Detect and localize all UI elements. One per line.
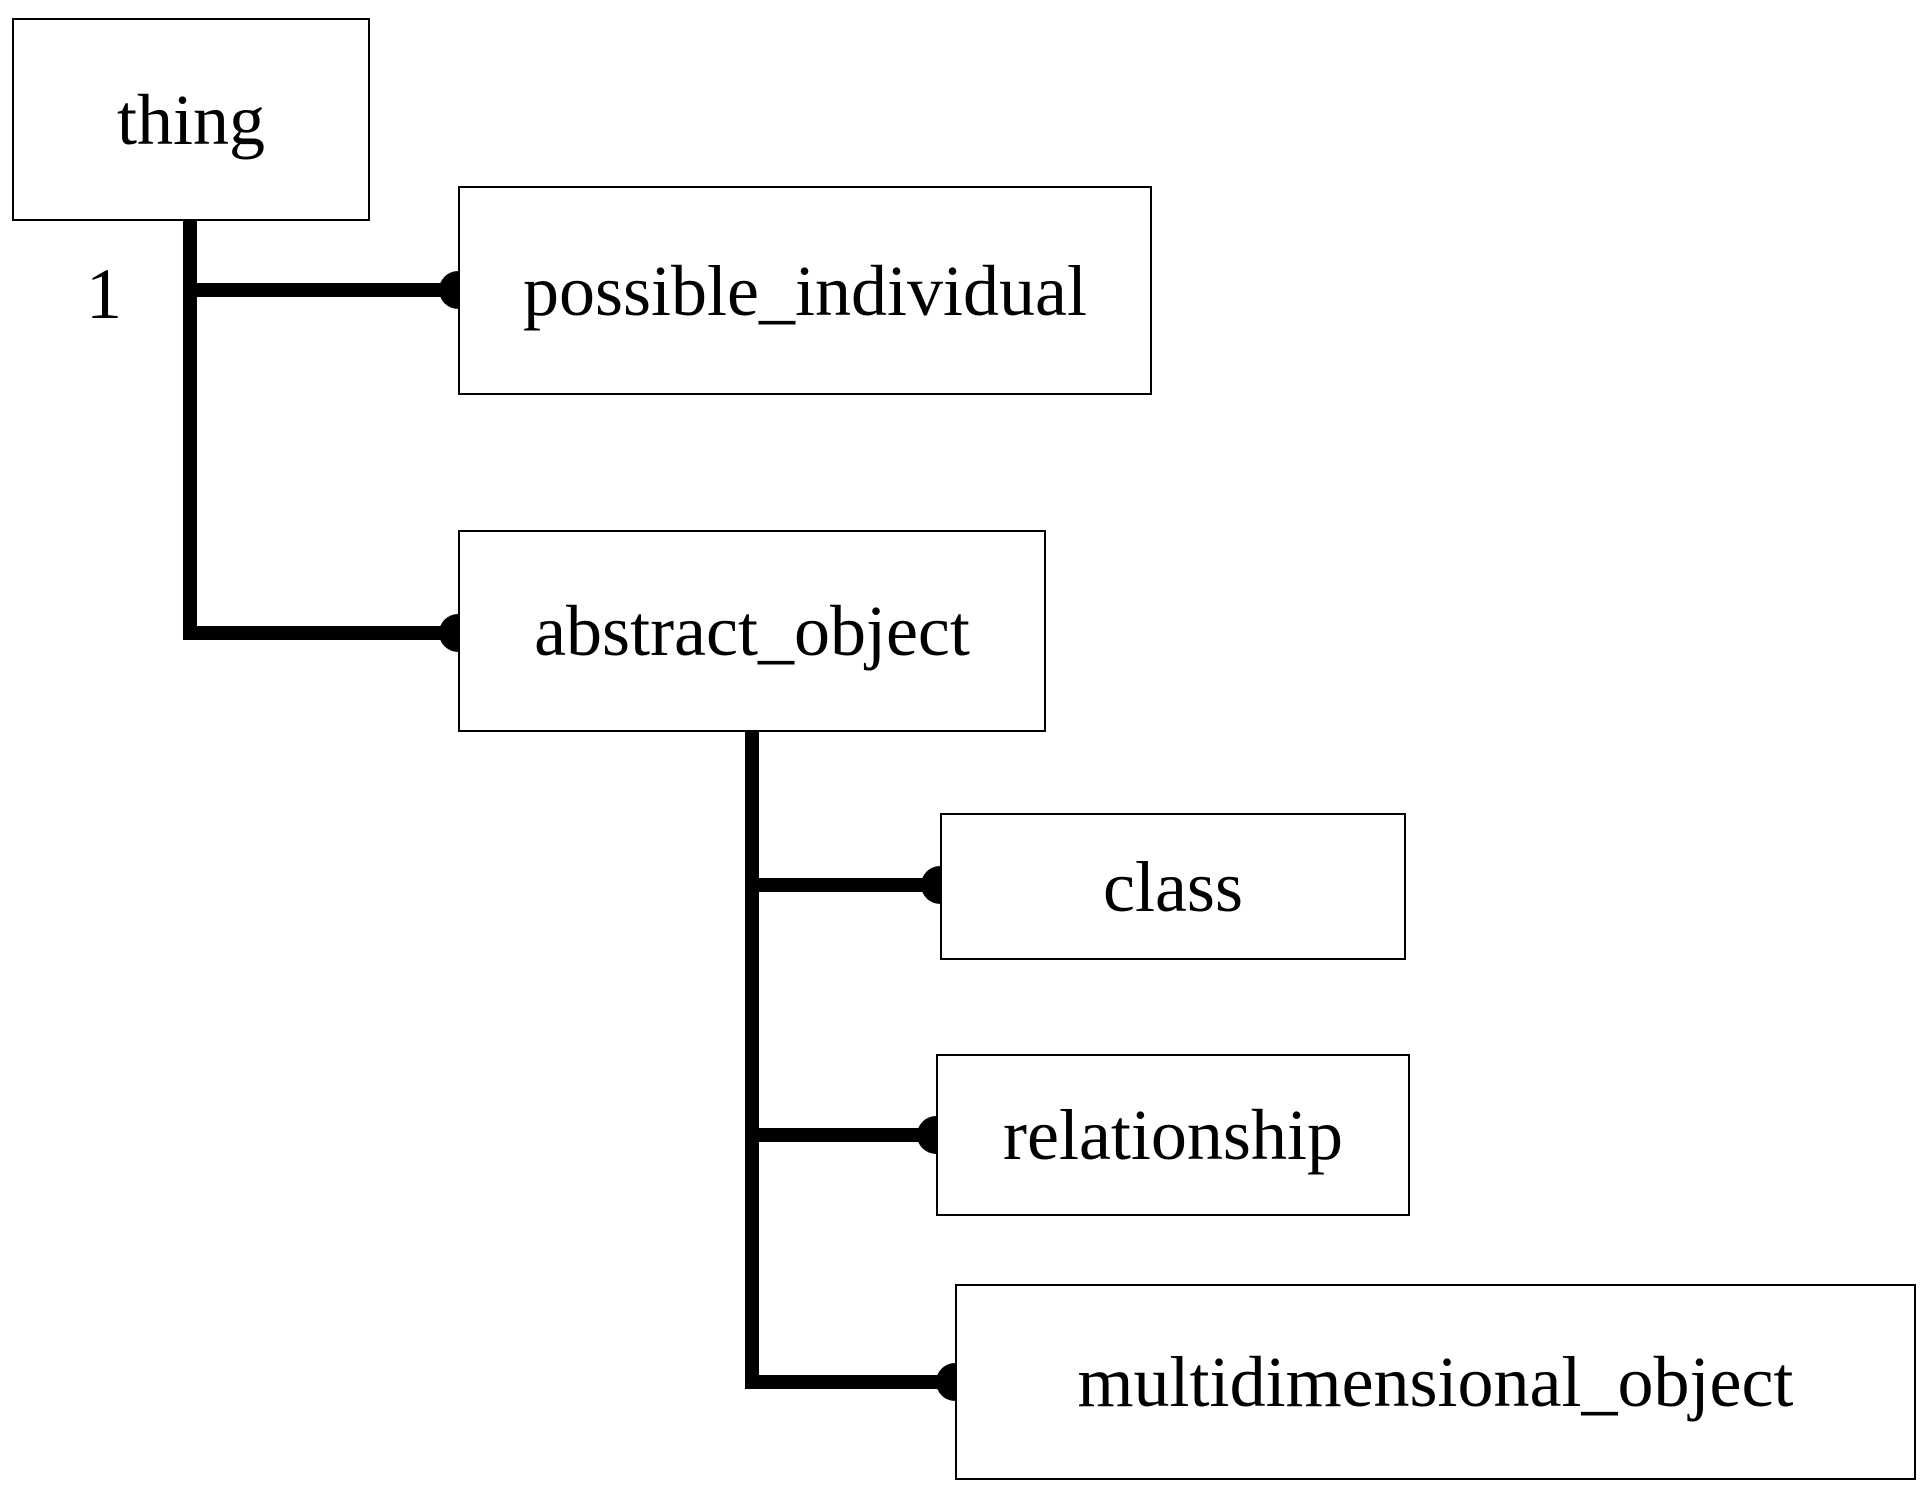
node-label: multidimensional_object [1077, 1342, 1794, 1422]
node-thing: thing [12, 18, 370, 221]
node-multidimensional-object: multidimensional_object [955, 1284, 1916, 1480]
node-abstract-object: abstract_object [458, 530, 1046, 732]
node-class: class [940, 813, 1406, 960]
node-label: thing [116, 79, 265, 160]
node-relationship: relationship [936, 1054, 1410, 1216]
node-label: class [1103, 846, 1243, 927]
node-label: relationship [1003, 1095, 1343, 1175]
cardinality-label: 1 [86, 254, 122, 334]
node-label: abstract_object [534, 591, 970, 671]
node-possible-individual: possible_individual [458, 186, 1152, 395]
node-label: possible_individual [523, 250, 1087, 331]
